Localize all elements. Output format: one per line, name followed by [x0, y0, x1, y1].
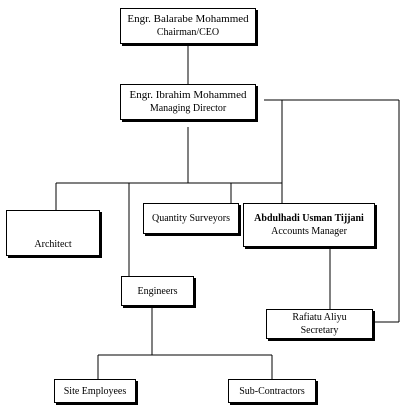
site-employees-box: Site Employees — [54, 379, 136, 403]
ceo-box: Engr. Balarabe Mohammed Chairman/CEO — [120, 8, 256, 44]
accounts-title: Accounts Manager — [271, 226, 347, 237]
accounts-box: Abdulhadi Usman Tijjani Accounts Manager — [243, 203, 375, 247]
engineers-label: Engineers — [137, 285, 178, 297]
ceo-name: Engr. Balarabe Mohammed — [127, 13, 249, 25]
secretary-name: Rafiatu Aliyu — [292, 312, 347, 323]
md-box: Engr. Ibrahim Mohammed Managing Director — [120, 84, 256, 120]
sub-contractors-label: Sub-Contractors — [239, 385, 305, 397]
secretary-box: Rafiatu Aliyu Secretary — [266, 309, 373, 339]
sub-contractors-box: Sub-Contractors — [228, 379, 316, 403]
architect-label: Architect — [34, 239, 72, 250]
engineers-box: Engineers — [121, 276, 194, 306]
site-employees-label: Site Employees — [63, 385, 127, 397]
secretary-title: Secretary — [300, 325, 339, 336]
ceo-title: Chairman/CEO — [156, 27, 220, 38]
md-name: Engr. Ibrahim Mohammed — [129, 89, 247, 101]
qs-box: Quantity Surveyors — [143, 203, 239, 234]
accounts-name: Abdulhadi Usman Tijjani — [254, 213, 364, 224]
qs-label: Quantity Surveyors — [151, 213, 231, 224]
md-title: Managing Director — [149, 103, 227, 114]
architect-box: Architect — [6, 210, 100, 256]
